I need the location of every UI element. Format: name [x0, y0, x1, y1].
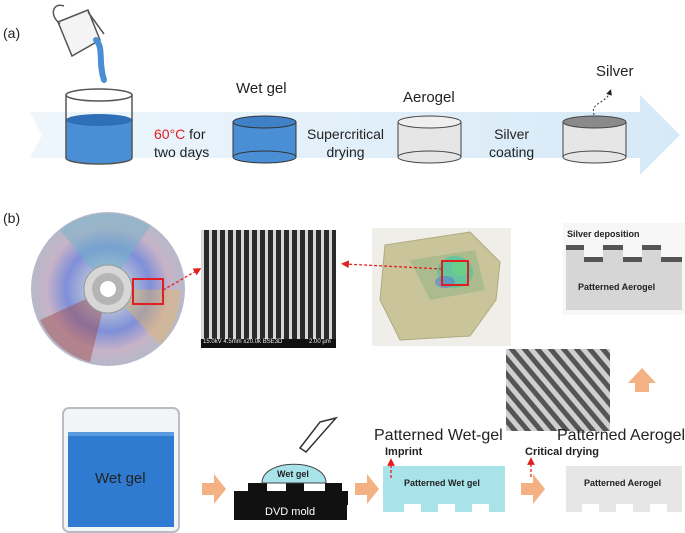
- condition-temperature: 60°C: [154, 126, 186, 142]
- patterned-wet-gel-title: Patterned Wet-gel: [374, 427, 503, 444]
- aerogel-cylinder: [397, 115, 462, 164]
- wet-gel-label: Wet gel: [236, 80, 287, 97]
- dvd-to-sem-arrow: [162, 268, 202, 291]
- silver-deposition-label: Silver deposition: [567, 229, 640, 239]
- dvd-disc: [31, 212, 185, 366]
- condition-for: for: [185, 126, 206, 142]
- patterned-aerogel-block: [566, 466, 682, 512]
- step-arrow-3: [521, 474, 545, 504]
- supercritical-line1: Supercritical: [307, 126, 385, 142]
- condition-duration: two days: [154, 144, 210, 160]
- up-arrow: [628, 368, 656, 392]
- dvd-mold-setup: [234, 416, 348, 520]
- silver-coating-label: Silver coating: [489, 125, 534, 161]
- process-arrow-band: [30, 95, 680, 175]
- patterned-wet-gel-block-label: Patterned Wet gel: [404, 478, 480, 488]
- supercritical-drying-label: Supercritical drying: [307, 125, 384, 161]
- silver-pointer-arrow: [592, 89, 612, 116]
- sem-scale-bar: 2.00 μm: [309, 339, 331, 345]
- patterned-wet-gel-block: [383, 466, 505, 512]
- silver-coating-line2: coating: [489, 144, 535, 160]
- silver-coating-line1: Silver: [494, 126, 530, 142]
- patterned-aerogel-title: Patterned Aerogel: [557, 427, 685, 444]
- silver-coated-cylinder: [562, 115, 627, 164]
- imprint-label: Imprint: [385, 446, 423, 458]
- panel-b-label: (b): [3, 210, 21, 226]
- silver-label: Silver: [596, 63, 634, 80]
- dvd-highlight-box: [132, 278, 164, 305]
- critical-drying-label: Critical drying: [525, 446, 599, 458]
- supercritical-line2: drying: [326, 144, 365, 160]
- sem-image-dvd-grating: [201, 230, 336, 348]
- panel-a-label: (a): [3, 25, 21, 41]
- silver-deposition-schematic: [563, 223, 685, 315]
- wet-gel-beaker: [62, 407, 180, 533]
- aerogel-label: Aerogel: [403, 89, 455, 106]
- photo-highlight-box: [441, 260, 469, 286]
- wet-gel-cylinder: [232, 115, 297, 164]
- patterned-aerogel-small-label: Patterned Aerogel: [578, 282, 656, 292]
- drop-wet-gel-label: Wet gel: [277, 469, 309, 479]
- dvd-mold-label: DVD mold: [265, 506, 316, 518]
- beaker-wet-gel-label: Wet gel: [95, 470, 146, 487]
- sem-image-patterned-aerogel: [506, 349, 610, 431]
- condition-label: 60°C for two days: [154, 125, 209, 161]
- step-arrow-2: [355, 474, 379, 504]
- pouring-can-icon: [52, 4, 107, 83]
- step-arrow-1: [202, 474, 226, 504]
- patterned-aerogel-block-label: Patterned Aerogel: [584, 478, 662, 488]
- sem-caption: 15.0kV 4.5mm x20.0k BSE3D: [203, 339, 283, 345]
- photo-to-sem-arrow: [341, 260, 443, 270]
- beaker-solution: [65, 88, 133, 165]
- patterned-aerogel-photo: [372, 228, 511, 346]
